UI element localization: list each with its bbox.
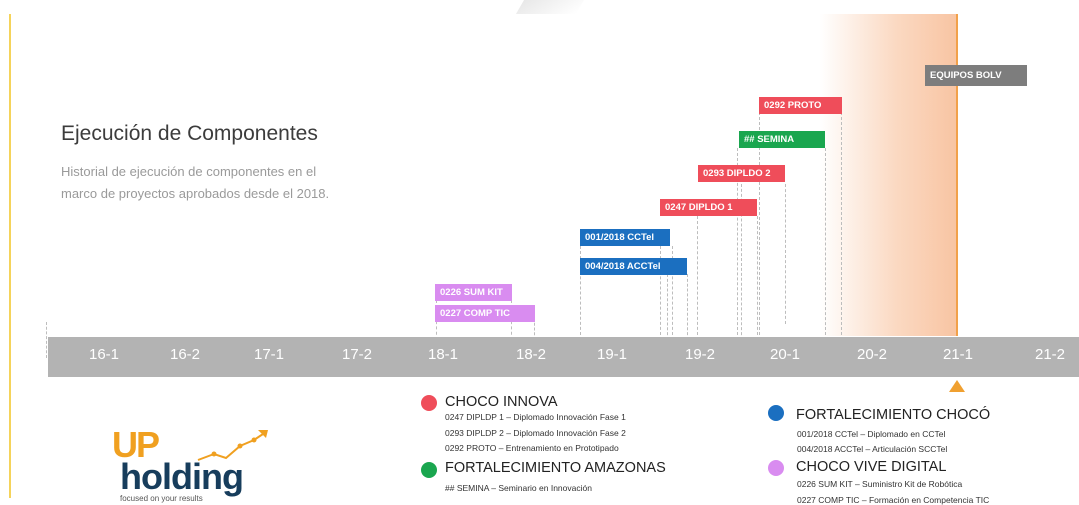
guide-line (757, 216, 758, 340)
logo-up-text: UP (112, 424, 160, 465)
period-19-1: 19-1 (596, 346, 628, 363)
legend-title-fortalecimiento-choco: FORTALECIMIENTO CHOCÓ (796, 407, 991, 423)
period-19-2: 19-2 (684, 346, 716, 363)
growth-chart-icon (197, 430, 268, 461)
legend-title-fortalecimiento-amazonas: FORTALECIMIENTO AMAZONAS (445, 460, 666, 476)
tag-004-2018-accte: 004/2018 ACCTel (580, 258, 687, 275)
tag-0226-sum-kit: 0226 SUM KIT (435, 284, 512, 301)
guide-line (841, 112, 842, 340)
current-period-line (956, 14, 958, 336)
period-20-2: 20-2 (856, 346, 888, 363)
timeline-bar (48, 337, 1079, 377)
tag-0227-comp-tic: 0227 COMP TIC (435, 305, 535, 322)
legend-item: 001/2018 CCTel – Diplomado en CCTel (797, 429, 946, 439)
guide-line (46, 322, 47, 358)
tag-0247-dipldo-1: 0247 DIPLDO 1 (660, 199, 757, 216)
current-period-marker (949, 380, 965, 392)
legend-dot-choco-vive-digital (768, 460, 784, 476)
legend-title-choco-innova: CHOCO INNOVA (445, 394, 558, 410)
legend-title-choco-vive-digital: CHOCO VIVE DIGITAL (796, 459, 947, 475)
left-accent-rule (9, 14, 11, 498)
legend-dot-fortalecimiento-amazonas (421, 462, 437, 478)
period-18-1: 18-1 (427, 346, 459, 363)
tag-0293-dipldo-2: 0293 DIPLDO 2 (698, 165, 785, 182)
guide-line (697, 216, 698, 340)
legend-item: 0226 SUM KIT – Suministro Kit de Robótic… (797, 479, 963, 489)
page-title: Ejecución de Componentes (61, 122, 318, 145)
guide-line (687, 274, 688, 340)
guide-line (660, 246, 661, 340)
period-21-2: 21-2 (1034, 346, 1066, 363)
tag-equipos-bolv: EQUIPOS BOLV (925, 65, 1027, 86)
guide-line (667, 274, 668, 340)
logo-holding-text: holding (120, 456, 244, 497)
guide-line (759, 112, 760, 340)
period-18-2: 18-2 (515, 346, 547, 363)
legend-dot-fortalecimiento-choco (768, 405, 784, 421)
legend-dot-choco-innova (421, 395, 437, 411)
period-16-2: 16-2 (169, 346, 201, 363)
tag-0292-proto: 0292 PROTO (759, 97, 842, 114)
legend-item: 0292 PROTO – Entrenamiento en Prototipad… (445, 443, 619, 453)
guide-line (741, 184, 742, 340)
upholding-logo: UP holding focused on your results (108, 424, 278, 504)
logo-tagline: focused on your results (120, 494, 203, 503)
period-17-1: 17-1 (253, 346, 285, 363)
period-21-1: 21-1 (942, 346, 974, 363)
top-shadow (515, 0, 585, 14)
guide-line (672, 246, 673, 340)
guide-line (785, 184, 786, 324)
legend-item: 004/2018 ACCTel – Articulación SCCTel (797, 444, 948, 454)
guide-line (825, 148, 826, 340)
guide-line (580, 246, 581, 340)
tag-001-2018-cctel: 001/2018 CCTel (580, 229, 670, 246)
legend-item: 0227 COMP TIC – Formación en Competencia… (797, 495, 990, 505)
tag-semina: ## SEMINA (739, 131, 825, 148)
guide-line (534, 318, 535, 340)
page-subtitle: Historial de ejecución de componentes en… (61, 164, 330, 201)
legend-item: 0293 DIPLDP 2 – Diplomado Innovación Fas… (445, 428, 626, 438)
legend-item: 0247 DIPLDP 1 – Diplomado Innovación Fas… (445, 412, 626, 422)
period-20-1: 20-1 (769, 346, 801, 363)
period-16-1: 16-1 (88, 346, 120, 363)
guide-line (737, 148, 738, 340)
period-17-2: 17-2 (341, 346, 373, 363)
legend-item: ## SEMINA – Seminario en Innovación (445, 483, 592, 493)
